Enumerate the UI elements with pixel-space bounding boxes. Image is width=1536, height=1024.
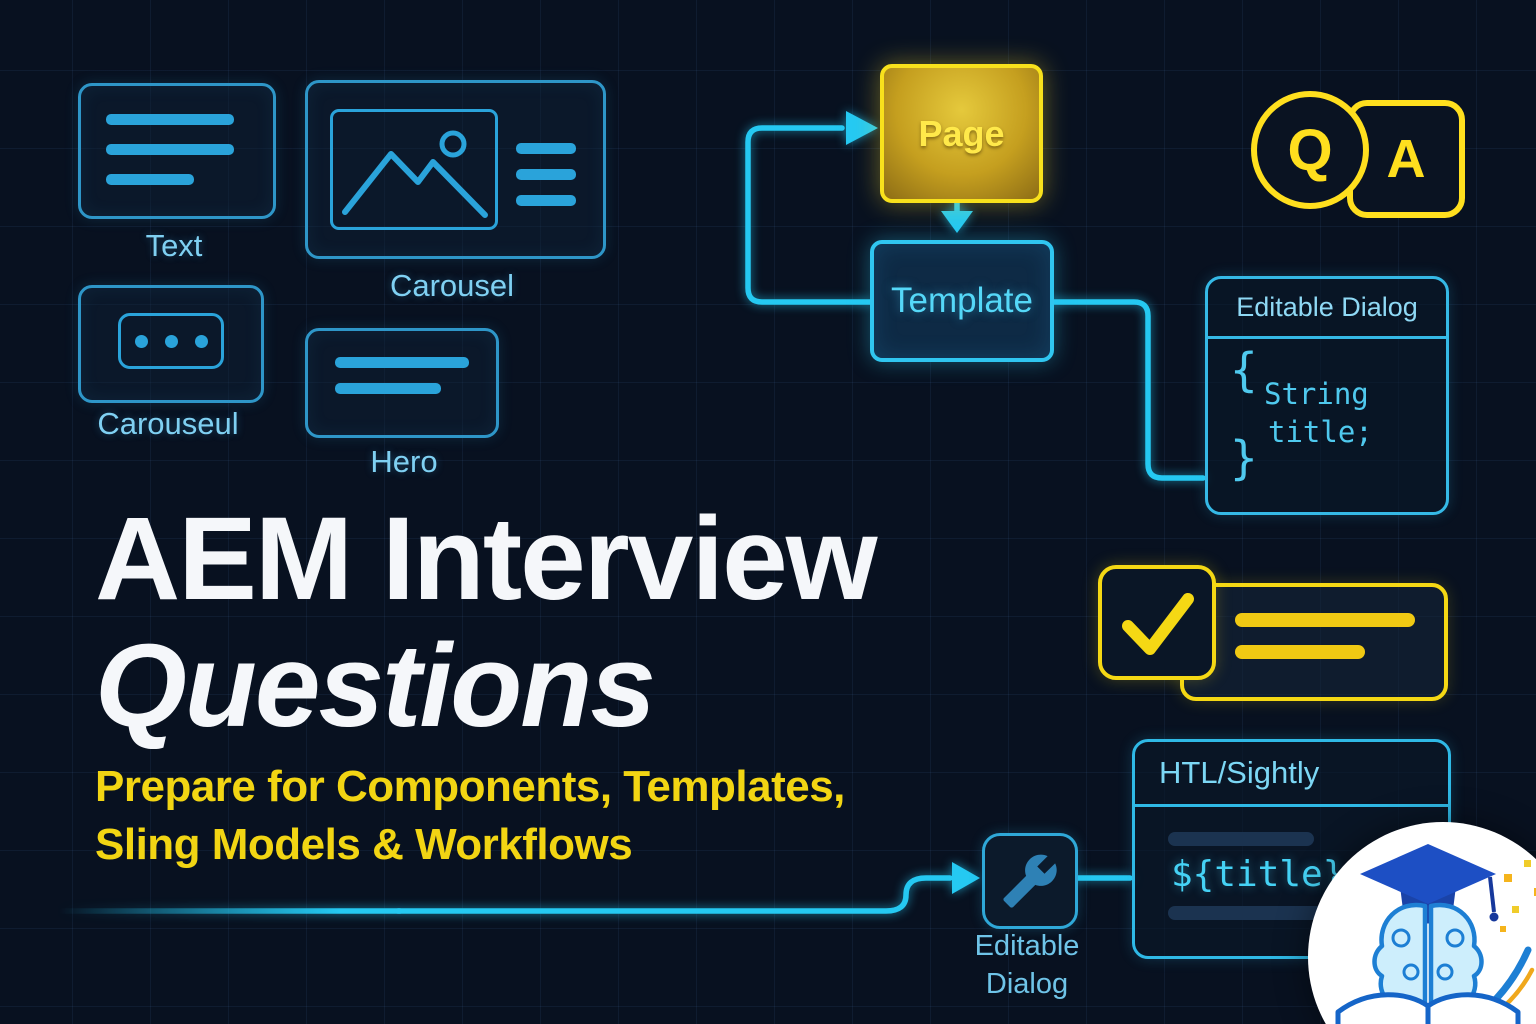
checkbox-card [1098, 565, 1216, 680]
htl-faint-bar [1168, 832, 1314, 846]
wrench-icon [1003, 854, 1057, 908]
text-bar [106, 114, 234, 125]
code-brace-close: } [1230, 431, 1258, 485]
brain-icon [1372, 902, 1484, 1016]
q-badge-letter: Q [1287, 117, 1333, 183]
checklist-bar [1235, 645, 1365, 659]
bottom-connector [395, 875, 953, 914]
arrowhead-into-wrench [952, 862, 980, 894]
editable-dialog-node-label-line1: Editable [974, 930, 1080, 962]
template-node: Template [870, 240, 1054, 362]
htl-code: ${title} [1171, 854, 1345, 895]
a-badge-letter: A [1386, 129, 1426, 189]
code-line-string: String [1264, 377, 1369, 411]
arrowhead-into-page [846, 111, 878, 145]
editable-dialog-title: Editable Dialog [1208, 279, 1446, 339]
htl-sightly-title: HTL/Sightly [1135, 742, 1448, 807]
carousel-component-label: Carousel [389, 268, 515, 303]
headline-line1: AEM Interview [95, 493, 878, 625]
htl-faint-bar [1168, 906, 1324, 920]
hero-bar [335, 383, 441, 394]
headline: AEM Interview Questions [95, 493, 878, 753]
editable-dialog-box: Editable Dialog { String title; } [1205, 276, 1449, 515]
code-brace-open: { [1230, 343, 1258, 397]
dot [164, 334, 178, 348]
code-line-title: title; [1268, 415, 1373, 449]
sparkle-dots-icon [1500, 860, 1536, 932]
loop-connector [745, 125, 873, 305]
editable-dialog-node-label: Editable Dialog [975, 928, 1080, 1003]
elearncourses-logo: eLearnCourses [1308, 822, 1536, 1024]
q-badge-icon: Q [1251, 91, 1369, 209]
hero-component-card [305, 328, 499, 438]
hero-bar [335, 357, 469, 368]
mountain-sun-icon [342, 130, 488, 218]
carousel-component-card [305, 80, 606, 259]
carouseul-component-label: Carouseul [97, 406, 239, 441]
template-dialog-connector [1043, 299, 1206, 481]
dots-icon [118, 313, 224, 369]
text-bar [106, 174, 194, 185]
carousel-bar [516, 143, 576, 154]
editable-dialog-node-label-line2: Dialog [985, 967, 1069, 1000]
text-component-card [78, 83, 276, 219]
dot [194, 334, 208, 348]
book-icon [1335, 992, 1521, 1024]
logo-graphic: eLearnCourses [1335, 844, 1536, 1024]
subtitle: Prepare for Components, Templates, Sling… [95, 758, 845, 873]
image-placeholder-icon [330, 109, 498, 230]
arrowhead-into-template [941, 211, 973, 233]
dot [134, 334, 148, 348]
subtitle-line1: Prepare for Components, Templates, [95, 762, 845, 811]
carousel-bar [516, 195, 576, 206]
check-icon [1122, 593, 1194, 655]
headline-line2: Questions [95, 620, 656, 753]
hero-component-label: Hero [370, 444, 438, 479]
template-node-label: Template [890, 281, 1034, 320]
editable-dialog-node [982, 833, 1078, 929]
page-node-label: Page [918, 112, 1005, 154]
text-bar [106, 144, 234, 155]
page-node: Page [880, 64, 1043, 203]
checklist-bar [1235, 613, 1415, 627]
carousel-bar [516, 169, 576, 180]
subtitle-line2: Sling Models & Workflows [95, 819, 633, 869]
text-component-label: Text [145, 228, 203, 263]
brain-curls [1391, 928, 1465, 981]
carouseul-component-card [78, 285, 264, 403]
checklist-card [1180, 583, 1448, 701]
